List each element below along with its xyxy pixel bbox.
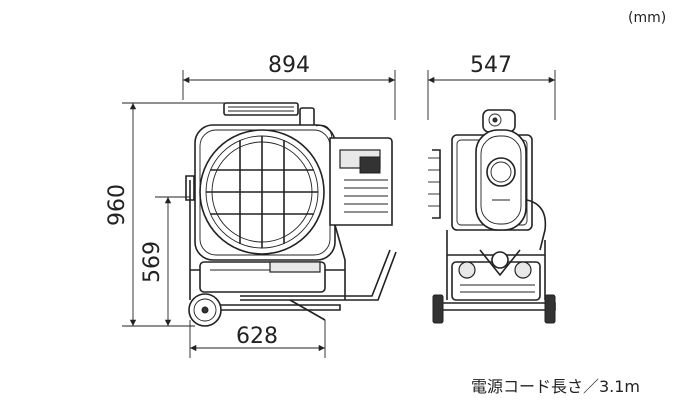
dimension-height-total: 960: [105, 102, 230, 327]
dimension-wheelbase: 628: [189, 320, 326, 358]
dimension-depth-side-label: 547: [470, 53, 512, 78]
power-cord-length-note: 電源コード長さ／3.1m: [471, 377, 640, 396]
dimension-wheelbase-label: 628: [236, 324, 278, 349]
dimension-depth-side: 547: [427, 53, 556, 120]
heater-front-view: [185, 102, 397, 327]
dimension-height-total-label: 960: [105, 184, 130, 226]
dimension-width-front: 894: [182, 53, 396, 120]
heater-side-view: [428, 109, 556, 324]
dimension-height-axis-label: 569: [140, 241, 165, 283]
dimension-height-axis: 569: [140, 196, 190, 326]
dimension-width-front-label: 894: [268, 53, 310, 78]
unit-label: (mm): [628, 10, 666, 26]
